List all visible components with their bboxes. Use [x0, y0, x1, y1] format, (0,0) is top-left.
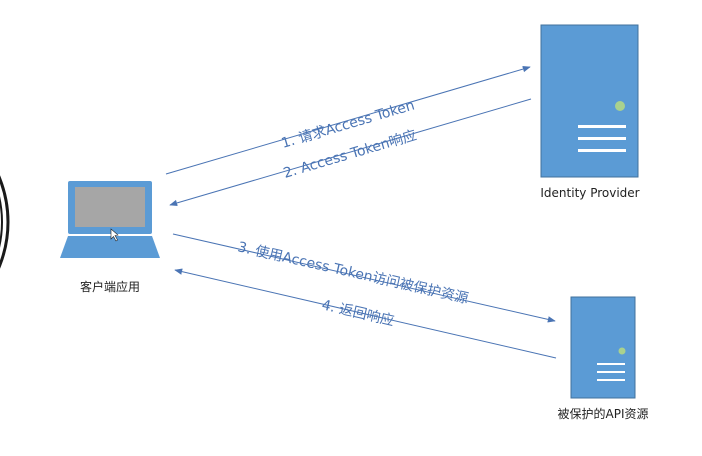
arrow-label-step3: 3. 使用Access Token访问被保护资源: [236, 238, 470, 307]
client-label: 客户端应用: [80, 279, 140, 294]
arrow-step1: [165, 65, 531, 175]
identity-provider-label: Identity Provider: [540, 186, 639, 200]
arrow-step2: [169, 98, 532, 207]
api-resource-label: 被保护的API资源: [558, 406, 649, 421]
arrow-label-step4: 4. 返回响应: [320, 296, 396, 329]
identity-provider-server-icon: [540, 24, 639, 178]
client-laptop-icon: [60, 181, 160, 258]
arrow-step4: [174, 268, 557, 359]
api-resource-server-icon: [570, 296, 636, 399]
arrow-step3: [172, 233, 556, 323]
edge-circle-decoration: [0, 175, 10, 269]
